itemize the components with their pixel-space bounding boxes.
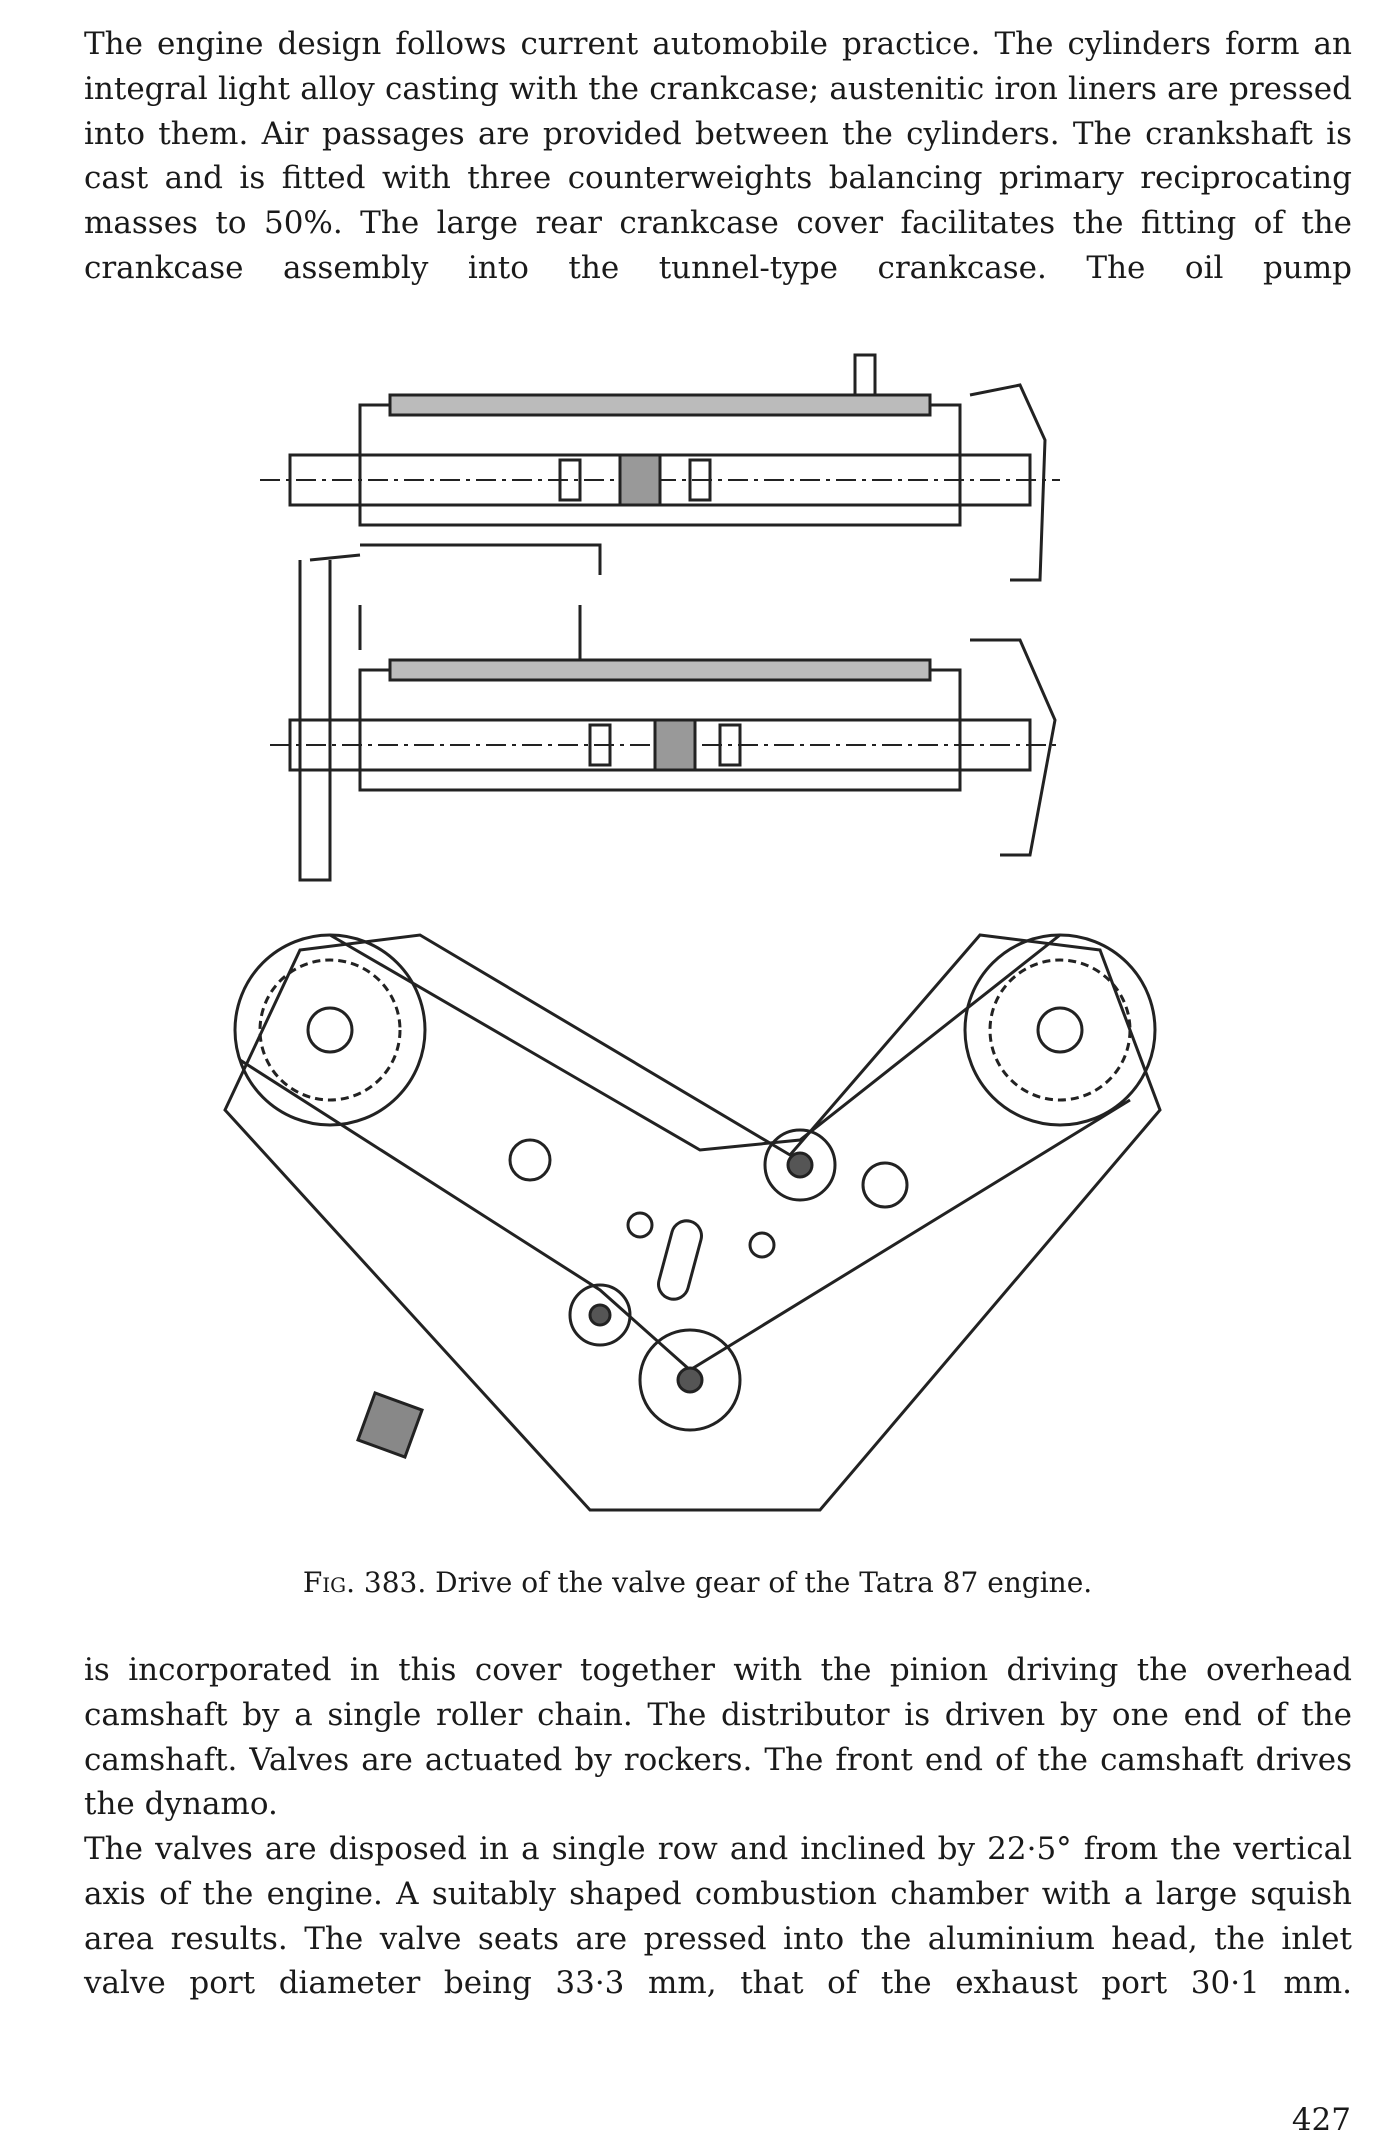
upper-camshaft-section — [260, 353, 1060, 882]
paragraph-2: is incorporated in this cover together w… — [84, 1652, 1352, 1823]
paragraph-1: The engine design follows current automo… — [84, 26, 1352, 286]
paragraph-3: The valves are disposed in a single row … — [84, 1831, 1352, 2002]
lower-camshaft-section — [270, 543, 1060, 857]
figure-caption-text: Drive of the valve gear of the Tatra 87 … — [435, 1566, 1093, 1599]
figure-caption: Fig. 383. Drive of the valve gear of the… — [0, 1566, 1395, 1599]
figure-label: Fig. 383. — [302, 1566, 427, 1599]
v-chain-drive — [223, 933, 1162, 1512]
page-number: 427 — [1291, 2102, 1351, 2138]
